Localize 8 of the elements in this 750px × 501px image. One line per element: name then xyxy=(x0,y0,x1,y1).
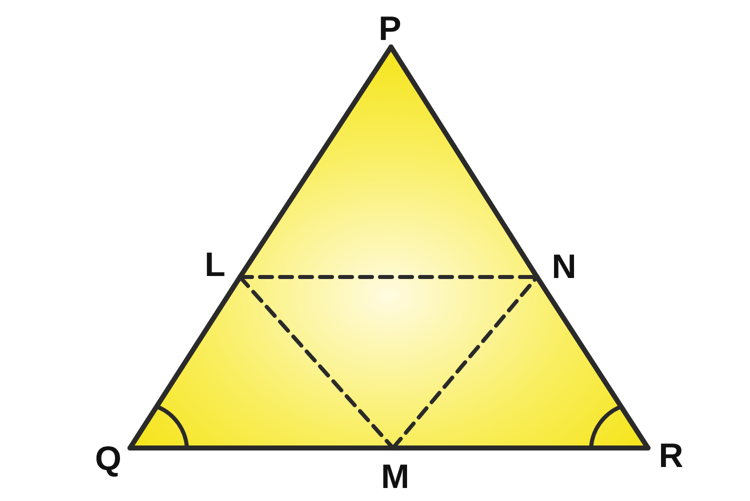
triangle-side xyxy=(388,44,540,280)
triangle-side xyxy=(534,274,650,450)
vertex-label: N xyxy=(551,252,577,282)
vertex-label: L xyxy=(202,250,228,280)
vertex-label: R xyxy=(658,441,684,471)
vertex-label: M xyxy=(381,462,407,492)
triangle-side xyxy=(390,446,650,450)
vertex-label: P xyxy=(377,14,403,44)
